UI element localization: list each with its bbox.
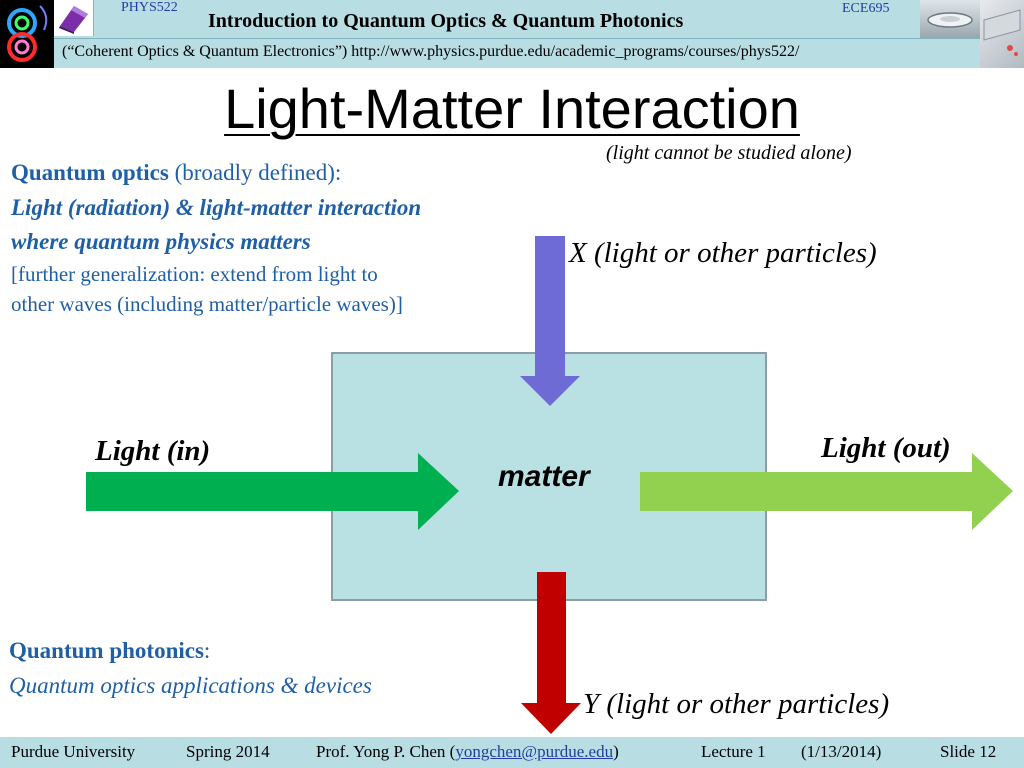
y-label: Y (light or other particles) bbox=[583, 688, 890, 720]
footer-lecture: Lecture 1 bbox=[701, 742, 766, 761]
course-subtitle: (“Coherent Optics & Quantum Electronics”… bbox=[62, 43, 800, 60]
quantum-photonics-suffix: : bbox=[203, 638, 211, 663]
course-code-ece: ECE695 bbox=[842, 1, 890, 16]
footer-professor: Prof. Yong P. Chen (yongchen@purdue.edu) bbox=[316, 742, 619, 762]
quantum-optics-heading: Quantum optics (broadly defined): bbox=[11, 160, 341, 186]
header-divider bbox=[54, 38, 980, 39]
footer-professor-name: Prof. Yong P. Chen ( bbox=[316, 742, 456, 761]
device-icon bbox=[980, 0, 1024, 68]
footer-email-link[interactable]: yongchen@purdue.edu bbox=[455, 742, 614, 761]
matter-label: matter bbox=[498, 460, 590, 493]
quantum-optics-definition-1: Light (radiation) & light-matter interac… bbox=[11, 195, 422, 220]
book-icon bbox=[54, 0, 94, 36]
course-code-phys: PHYS522 bbox=[121, 0, 178, 15]
x-arrow-down bbox=[520, 236, 580, 406]
quantum-optics-suffix: (broadly defined): bbox=[168, 160, 342, 185]
slide-note: (light cannot be studied alone) bbox=[606, 142, 852, 164]
quantum-photonics-definition: Quantum optics applications & devices bbox=[9, 673, 372, 698]
footer-date: (1/13/2014) bbox=[801, 742, 882, 761]
quantum-optics-generalization-1: [further generalization: extend from lig… bbox=[11, 262, 378, 286]
footer-university: Purdue University bbox=[11, 742, 136, 761]
light-in-arrow bbox=[86, 453, 459, 530]
quantum-optics-term: Quantum optics bbox=[11, 160, 169, 185]
light-out-arrow bbox=[640, 453, 1013, 530]
logo-rings-icon bbox=[0, 0, 54, 68]
footer-slide-number: Slide 12 bbox=[940, 742, 997, 761]
microdisk-icon bbox=[920, 0, 980, 38]
x-label: X (light or other particles) bbox=[569, 237, 877, 269]
light-out-label: Light (out) bbox=[821, 432, 951, 464]
footer-professor-close: ) bbox=[613, 742, 619, 761]
quantum-photonics-heading: Quantum photonics: bbox=[9, 638, 210, 664]
quantum-optics-definition-2: where quantum physics matters bbox=[11, 229, 311, 254]
y-arrow-down bbox=[521, 572, 581, 734]
course-title: Introduction to Quantum Optics & Quantum… bbox=[208, 10, 684, 32]
quantum-photonics-term: Quantum photonics bbox=[9, 638, 204, 663]
slide-title: Light-Matter Interaction bbox=[224, 77, 800, 140]
footer-term: Spring 2014 bbox=[186, 742, 270, 761]
footer-bar bbox=[0, 737, 1024, 768]
quantum-optics-generalization-2: other waves (including matter/particle w… bbox=[11, 292, 403, 316]
light-in-label: Light (in) bbox=[95, 435, 211, 467]
header-bar: PHYS522 Introduction to Quantum Optics &… bbox=[0, 0, 1024, 68]
